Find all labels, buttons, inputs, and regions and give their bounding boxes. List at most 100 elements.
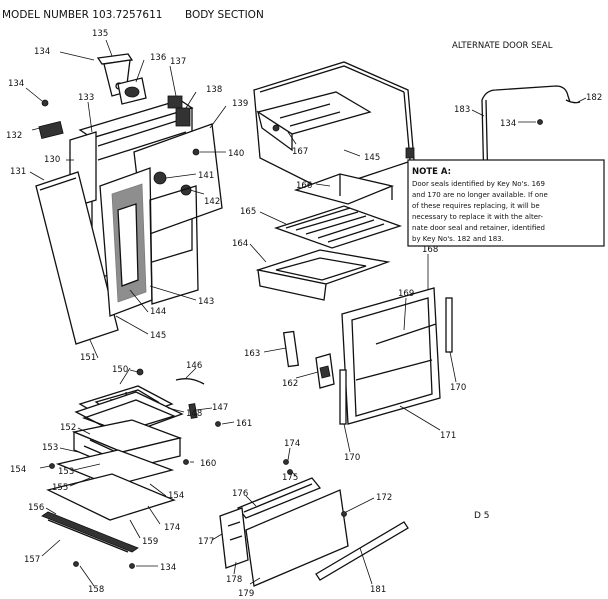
callout-label: 183 bbox=[454, 105, 470, 115]
callout-label: 154 bbox=[168, 491, 184, 501]
callout-label: 148 bbox=[186, 409, 202, 419]
callout-label: 147 bbox=[212, 403, 228, 413]
part-167-burner-box bbox=[256, 91, 372, 152]
callout-label: 134 bbox=[8, 79, 24, 89]
callout-label: 162 bbox=[282, 379, 298, 389]
note-line: and 170 are no longer available. If one bbox=[412, 191, 548, 199]
callout-label: 176 bbox=[232, 489, 248, 499]
callout-label: 135 bbox=[92, 29, 108, 39]
callout-label: 141 bbox=[198, 171, 214, 181]
part-132-block bbox=[38, 121, 64, 139]
part-169-door-seal bbox=[375, 323, 437, 345]
callout-label: 143 bbox=[198, 297, 214, 307]
page-code: D 5 bbox=[474, 511, 490, 521]
callout-label: 168 bbox=[422, 245, 438, 255]
part-182-retainer bbox=[565, 99, 581, 104]
callout-label: 158 bbox=[88, 585, 104, 595]
callout-label: 132 bbox=[6, 131, 22, 141]
callout-label: 164 bbox=[232, 239, 248, 249]
note-line: Door seals identified by Key No's. 169 bbox=[412, 180, 545, 188]
callout-label: 152 bbox=[60, 423, 76, 433]
section-title: BODY SECTION bbox=[185, 9, 264, 21]
callout-label: 174 bbox=[284, 439, 300, 449]
callout-label: 145 bbox=[150, 331, 166, 341]
note-line: necessary to replace it with the alter- bbox=[412, 213, 543, 221]
callout-label: 157 bbox=[24, 555, 40, 565]
callout-label: 138 bbox=[206, 85, 222, 95]
callout-label: 134 bbox=[500, 119, 516, 129]
callout-label: 181 bbox=[370, 585, 386, 595]
callout-label: 170 bbox=[450, 383, 466, 393]
part-172-drawer-front bbox=[245, 489, 349, 587]
part-165-oven-rack bbox=[273, 205, 403, 249]
callout-label: 174 bbox=[164, 523, 180, 533]
callout-label: 154 bbox=[10, 465, 26, 475]
callout-label: 165 bbox=[240, 207, 256, 217]
callout-labels: 135 134 136 137 134 133 138 139 132 130 … bbox=[6, 29, 602, 599]
part-143-door-liner bbox=[99, 167, 153, 317]
callout-label: 172 bbox=[376, 493, 392, 503]
callout-label: 170 bbox=[344, 453, 360, 463]
callout-label: 134 bbox=[34, 47, 50, 57]
part-163-hinge bbox=[282, 330, 300, 368]
callout-label: 171 bbox=[440, 431, 456, 441]
note-a-box: NOTE A: Door seals identified by Key No'… bbox=[407, 159, 605, 247]
callout-label: 140 bbox=[228, 149, 244, 159]
callout-label: 169 bbox=[398, 289, 414, 299]
callout-label: 139 bbox=[232, 99, 248, 109]
part-161-screw bbox=[215, 421, 221, 427]
callout-label: 131 bbox=[10, 167, 26, 177]
part-143-gasket bbox=[149, 185, 199, 305]
callout-label: 156 bbox=[28, 503, 44, 513]
callout-label: 137 bbox=[170, 57, 186, 67]
part-172-screw bbox=[341, 511, 347, 517]
callout-label: 163 bbox=[244, 349, 260, 359]
part-174-screw bbox=[283, 459, 289, 465]
callout-label: 134 bbox=[160, 563, 176, 573]
part-154-screw bbox=[49, 463, 55, 469]
note-line: nate door seal and retainer, identified bbox=[412, 224, 545, 232]
callout-label: 144 bbox=[150, 307, 166, 317]
part-168-door-frame bbox=[341, 287, 441, 425]
part-177-end-cap bbox=[219, 507, 249, 569]
callout-label: 136 bbox=[150, 53, 166, 63]
callout-label: 167 bbox=[292, 147, 308, 157]
callout-label: 175 bbox=[282, 473, 298, 483]
callout-label: 178 bbox=[226, 575, 242, 585]
part-164-broil-pan bbox=[255, 249, 391, 301]
part-181-trim-strip bbox=[315, 521, 409, 581]
part-160-screw bbox=[183, 459, 189, 465]
callout-label: 182 bbox=[586, 93, 602, 103]
callout-label: 146 bbox=[186, 361, 202, 371]
part-151-side-panel bbox=[35, 171, 119, 345]
part-136-switch bbox=[117, 77, 147, 105]
callout-label: 153 bbox=[42, 443, 58, 453]
callout-label: 133 bbox=[78, 93, 94, 103]
part-134-screw-left bbox=[41, 99, 49, 107]
model-number-title: MODEL NUMBER 103.7257611 bbox=[2, 9, 162, 21]
note-title: NOTE A: bbox=[412, 167, 451, 177]
callout-label: 155 bbox=[52, 483, 68, 493]
callout-label: 177 bbox=[198, 537, 214, 547]
callout-label: 142 bbox=[204, 197, 220, 207]
part-159-plate bbox=[46, 473, 176, 521]
callout-label: 150 bbox=[112, 365, 128, 375]
callout-label: 159 bbox=[142, 537, 158, 547]
part-170-seal-left bbox=[339, 369, 347, 425]
callout-label: 166 bbox=[296, 181, 312, 191]
part-147-bracket bbox=[188, 403, 198, 419]
callout-label: 160 bbox=[200, 459, 216, 469]
part-170-seal-right bbox=[445, 297, 453, 353]
callout-label: 153 bbox=[58, 467, 74, 477]
part-134-screw-bottom bbox=[129, 563, 135, 569]
callout-label: 151 bbox=[80, 353, 96, 363]
callout-label: 161 bbox=[236, 419, 252, 429]
part-162-hinge-assembly bbox=[315, 353, 335, 389]
leader-lines bbox=[25, 39, 587, 587]
callout-label: 130 bbox=[44, 155, 60, 165]
callout-label: 145 bbox=[364, 153, 380, 163]
part-146-clip bbox=[175, 378, 205, 385]
part-134-screw-seal bbox=[537, 119, 543, 125]
part-166-shelf bbox=[293, 173, 395, 205]
